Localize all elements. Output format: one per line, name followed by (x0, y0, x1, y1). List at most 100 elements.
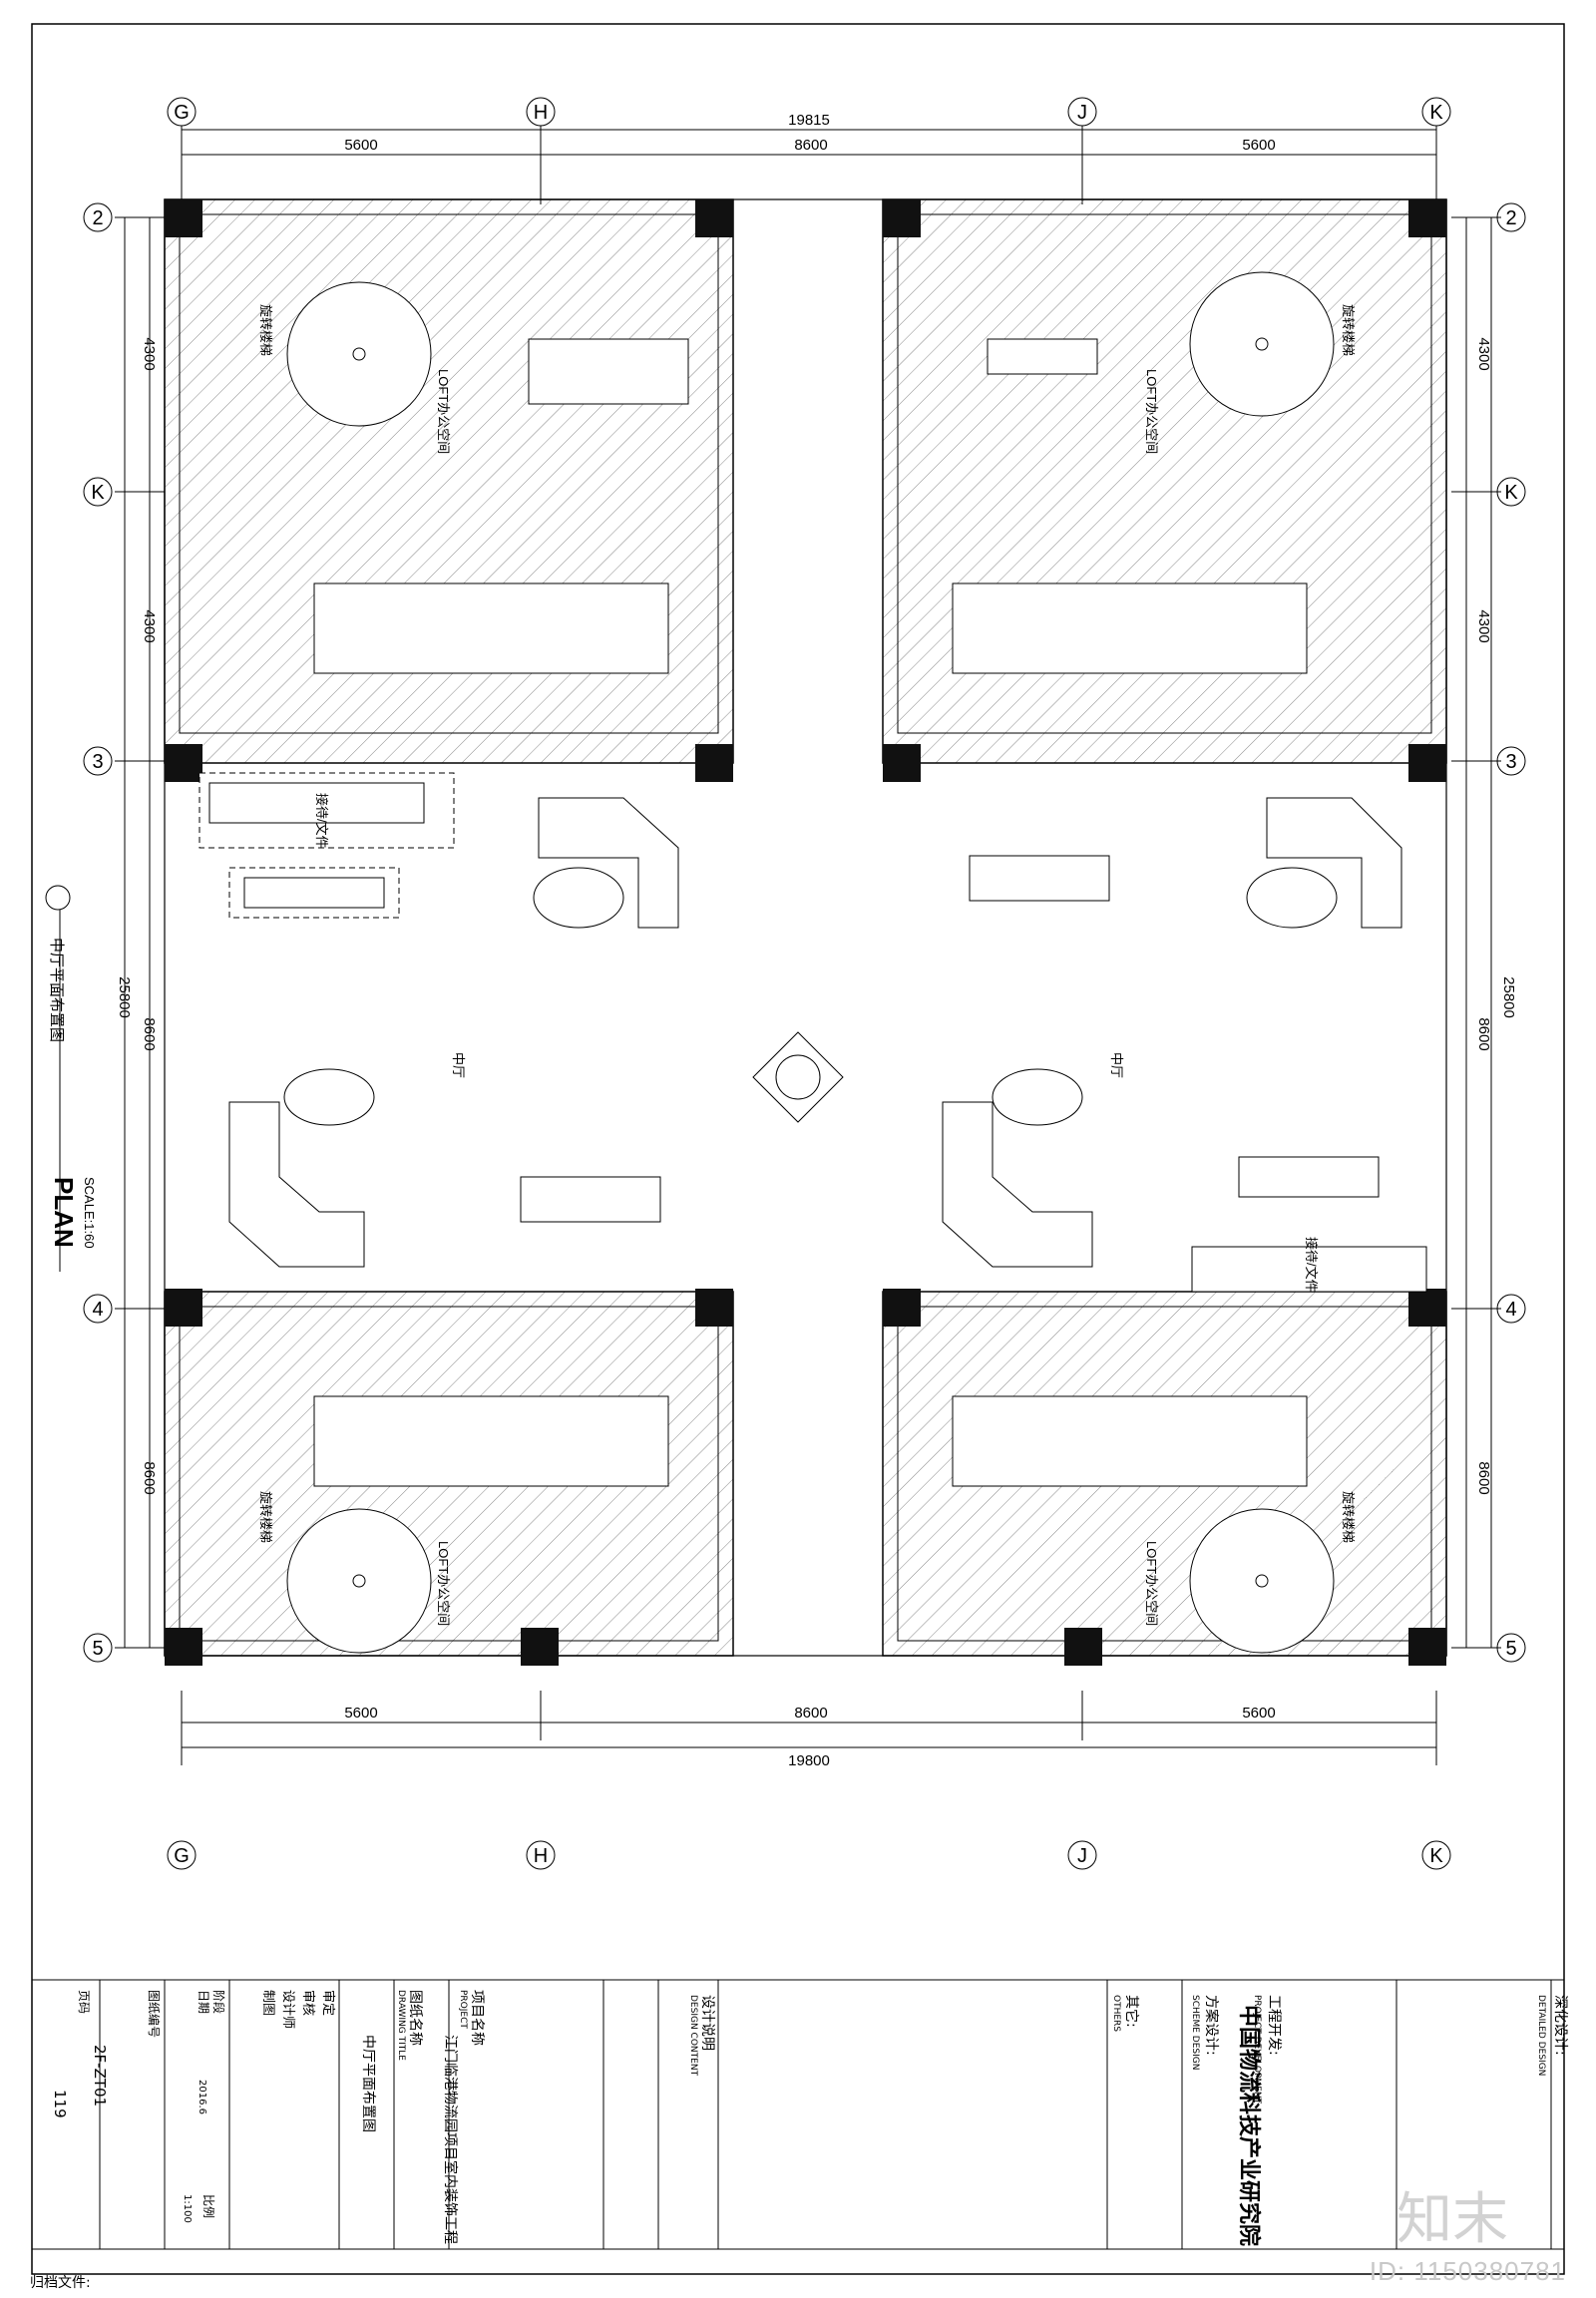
spiral-stair-tr (1189, 271, 1335, 417)
grid-row-5-right: 5 (1505, 1638, 1516, 1660)
title-block (31, 1979, 1565, 2250)
tb-project-en: PROJECT (458, 1990, 468, 2029)
stair-label-tl: 旋转楼梯 (258, 304, 273, 356)
tb-drawing-no-label: 图纸编号 (147, 1990, 162, 2038)
tb-approved: 审定 (320, 1990, 335, 2016)
grid-col-k-bottom: K (1429, 1845, 1443, 1867)
sofa-group-br (942, 1068, 1093, 1268)
plan-caption: 中厅平面布置图 (48, 938, 65, 1042)
grid-col-g-bottom: G (174, 1845, 190, 1867)
plan-scale: SCALE:1:60 (82, 1177, 97, 1249)
tb-client: 中国物流科技产业研究院 (1236, 2005, 1262, 2246)
archive-label: 归档文件: (30, 2275, 91, 2291)
watermark-id: ID: 1150380781 (1369, 2256, 1566, 2286)
stair-label-br: 旋转楼梯 (1341, 1491, 1356, 1543)
spiral-stair-bl (286, 1508, 432, 1654)
tb-drawing-title-label: 图纸名称 (407, 1990, 423, 2046)
grid-row-4-right: 4 (1505, 1299, 1516, 1321)
loft-room-tl (164, 198, 734, 764)
grid-row-3-right: 3 (1505, 751, 1516, 773)
right-dimensions (1451, 216, 1501, 1649)
grid-col-h-top: H (534, 102, 548, 124)
tb-detailed-design: 深化设计: (1552, 1995, 1568, 2056)
tb-scale-label: 比例 (201, 2194, 215, 2218)
tb-checked: 审核 (300, 1990, 315, 2016)
top-dimensions (181, 115, 1437, 204)
watermark-logo: 知末 (1396, 2187, 1508, 2252)
dim-left-4300-a: 4300 (141, 337, 158, 370)
bottom-dimensions-real (181, 1691, 1437, 1765)
tb-detailed-design-en: DETAILED DESIGN (1536, 1995, 1546, 2076)
reception-label-bottom: 接待/文件 (1304, 1237, 1319, 1293)
tb-developer: 工程开发: (1266, 1995, 1282, 2056)
dim-right-4300-b: 4300 (1475, 609, 1492, 642)
sofa-group-bl (228, 1068, 375, 1268)
tb-scale-val: 1:100 (182, 2194, 193, 2223)
sofa-group-tr-right (1246, 797, 1402, 929)
tb-sheet-label: 页码 (77, 1990, 91, 2014)
dim-left-8600-b: 8600 (141, 1461, 158, 1494)
dim-top-mid: 8600 (794, 137, 827, 154)
desks (313, 338, 1308, 1487)
grid-row-5-left: 5 (92, 1638, 103, 1660)
hall-label-left: 中厅 (451, 1052, 466, 1078)
sofa-group-tr (533, 797, 679, 929)
reception-counters (199, 772, 1427, 1293)
sheet-border (31, 23, 1565, 2275)
grid-row-2-left: 2 (92, 207, 103, 229)
tb-sheet-no: 119 (51, 2090, 69, 2118)
dim-bottom-left: 5600 (344, 1705, 377, 1722)
tb-scheme: 方案设计: (1203, 1995, 1220, 2056)
grid-col-h-bottom: H (534, 1845, 548, 1867)
dim-top-total: 19815 (788, 112, 830, 129)
tb-designer: 设计师 (280, 1990, 295, 2029)
grid-bubbles-top (167, 97, 1451, 127)
hall-label-right: 中厅 (1109, 1052, 1124, 1078)
loft-label-tl: LOFT办公空间 (436, 369, 451, 454)
spiral-stair-tl (286, 281, 432, 427)
spiral-stair-br (1189, 1508, 1335, 1654)
dim-right-total: 25800 (1500, 976, 1517, 1018)
tb-drawing-no: 2F-ZT01 (91, 2045, 109, 2106)
tb-others: 其它: (1123, 1995, 1140, 2028)
left-dimensions (115, 216, 165, 1649)
central-feature (752, 1031, 844, 1123)
dim-left-8600-a: 8600 (141, 1017, 158, 1050)
grid-col-j-bottom: J (1077, 1845, 1087, 1867)
dim-bottom-mid: 8600 (794, 1705, 827, 1722)
tb-date-label: 日期 (197, 1990, 210, 2014)
dim-bottom-total: 19800 (788, 1752, 830, 1769)
loft-label-tr: LOFT办公空间 (1144, 369, 1159, 454)
grid-row-2-right: 2 (1505, 207, 1516, 229)
loft-label-bl: LOFT办公空间 (436, 1541, 451, 1626)
dim-bottom-right: 5600 (1242, 1705, 1275, 1722)
tb-notes-title: 设计说明 (699, 1995, 715, 2051)
tb-others-en: OTHERS (1111, 1995, 1121, 2032)
grid-row-k-left: K (91, 482, 105, 504)
dim-left-total: 25800 (116, 976, 133, 1018)
stair-label-tr: 旋转楼梯 (1341, 304, 1356, 356)
grid-row-k-right: K (1504, 482, 1518, 504)
grid-col-g-top: G (174, 102, 190, 124)
tb-drawing-title-en: DRAWING TITLE (396, 1990, 406, 2061)
tb-developer-en: PROJECT DEVELOPMENT (1252, 1995, 1262, 2105)
dim-right-8600-a: 8600 (1475, 1017, 1492, 1050)
columns (165, 199, 1446, 1666)
tb-drawing-title: 中厅平面布置图 (360, 2035, 376, 2132)
reception-label-top: 接待/文件 (314, 793, 329, 849)
dim-left-4300-b: 4300 (141, 609, 158, 642)
grid-bubbles-bottom (167, 1840, 1451, 1870)
tb-notes-en: DESIGN CONTENT (688, 1995, 698, 2077)
grid-col-k-top: K (1429, 102, 1443, 124)
tb-drawn: 制图 (260, 1990, 275, 2016)
dim-top-right: 5600 (1242, 137, 1275, 154)
tb-scheme-en: SCHEME DESIGN (1190, 1995, 1200, 2070)
grid-row-4-left: 4 (92, 1299, 103, 1321)
loft-room-tr (882, 198, 1447, 764)
dim-right-4300-a: 4300 (1475, 337, 1492, 370)
tb-stage: 阶段 (211, 1990, 226, 2014)
plan-label: PLAN (49, 1177, 79, 1248)
dim-right-8600-b: 8600 (1475, 1461, 1492, 1494)
grid-col-j-top: J (1077, 102, 1087, 124)
